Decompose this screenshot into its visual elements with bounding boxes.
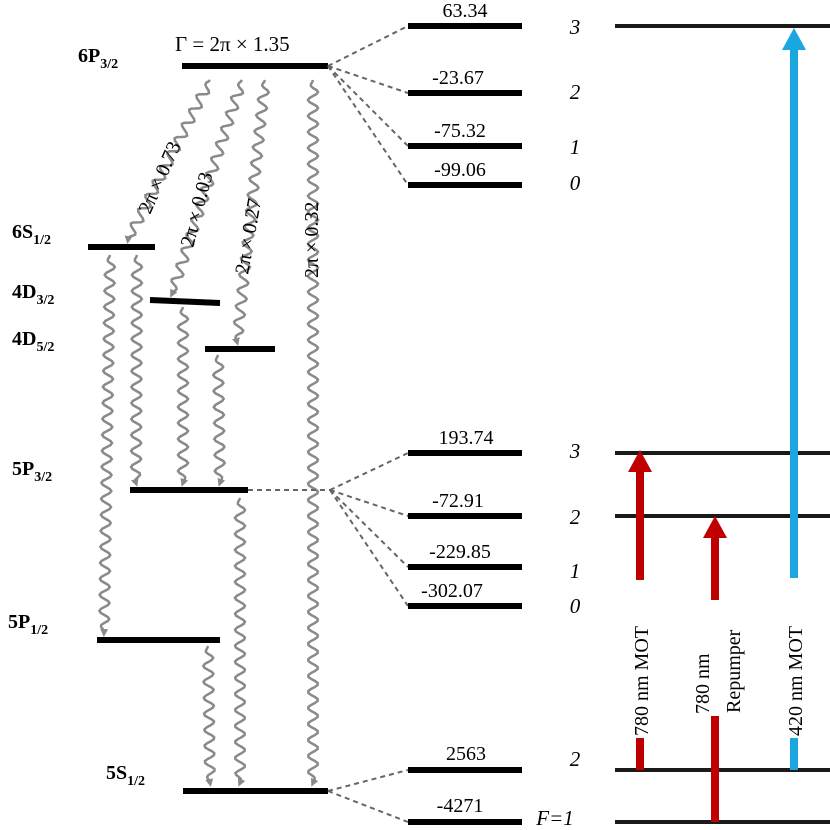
decay-5p32-to-5s (233, 497, 247, 787)
hf-value: 193.74 (439, 427, 494, 449)
hf-value: -75.32 (434, 120, 486, 142)
beam-label-repumper-1: 780 nm (692, 653, 714, 714)
label-6p32: 6P3/2 (78, 45, 118, 72)
decay-6p-to-5s (306, 79, 320, 787)
label-4d52: 4D5/2 (12, 328, 54, 355)
f-label: 2 (570, 505, 581, 529)
hf-value: -4271 (437, 795, 484, 817)
hyperfine-fan-5p32 (248, 452, 409, 607)
hf-value: -23.67 (432, 67, 484, 89)
decay-6p-to-4d52 (232, 79, 271, 346)
f-label: 2 (570, 80, 581, 104)
decay-6p-to-4d32 (170, 79, 245, 298)
level-4d32 (149, 297, 221, 306)
decay-4d52-to-5p32 (211, 354, 227, 487)
label-5s12: 5S1/2 (106, 762, 145, 789)
beam-label-780-mot: 780 nm MOT (631, 626, 653, 736)
label-4d32: 4D3/2 (12, 281, 54, 308)
hf-value: -302.07 (421, 580, 483, 602)
label-5p32: 5P3/2 (12, 458, 52, 485)
f-label: 1 (570, 135, 581, 159)
f-label: 0 (570, 594, 581, 618)
f-label: F=1 (535, 806, 574, 830)
hf-value: 2563 (446, 743, 486, 765)
hf-value: -72.91 (432, 490, 484, 512)
decay-6s-to-5p12 (97, 254, 117, 637)
hyperfine-fan-6p32 (327, 25, 409, 186)
label-6s12: 6S1/2 (12, 221, 51, 248)
hyperfine-fan-5s12 (327, 769, 409, 823)
beam-label-repumper-2: Repumper (723, 629, 745, 713)
label-5p12: 5P1/2 (8, 611, 48, 638)
arrow-780-mot: 780 nm MOT (626, 450, 654, 770)
beam-label-420-mot: 420 nm MOT (785, 626, 807, 736)
decay-6p-to-6s (124, 79, 211, 244)
f-label: 1 (570, 559, 581, 583)
decay-6s-to-5p32 (129, 254, 144, 487)
decay-rate-4d32: 2π × 0.03 (177, 170, 218, 249)
arrow-420-mot: 420 nm MOT (780, 28, 808, 770)
gamma-label: Γ = 2π × 1.35 (175, 32, 290, 56)
decay-4d32-to-5p32 (176, 306, 190, 487)
hf-value: -229.85 (429, 541, 491, 563)
arrow-780-repumper: 780 nm Repumper (684, 516, 745, 822)
hf-value: 63.34 (443, 0, 488, 22)
decay-5p12-to-5s (201, 645, 216, 787)
decay-arrows (97, 79, 320, 787)
decay-rate-4d52: 2π × 0.27 (231, 197, 266, 276)
f-label: 0 (570, 171, 581, 195)
f-label: 3 (569, 15, 581, 39)
f-label: 2 (570, 747, 581, 771)
decay-rate-6s: 2π × 0.73 (134, 138, 185, 217)
hyperfine-levels (408, 23, 522, 825)
hf-value: -99.06 (434, 159, 486, 181)
decay-rate-5s: 2π × 0.32 (301, 202, 323, 278)
f-label: 3 (569, 439, 581, 463)
